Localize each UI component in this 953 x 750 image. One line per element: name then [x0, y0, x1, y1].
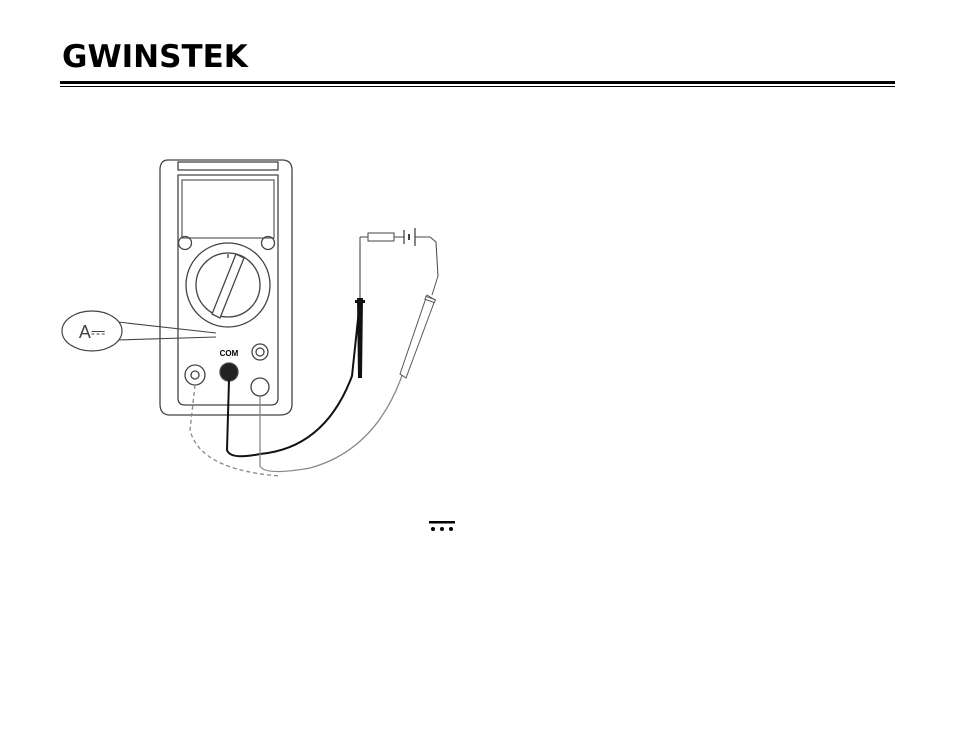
dc-symbol-icon	[429, 520, 455, 532]
function-callout: A⎓	[62, 311, 216, 351]
com-jack	[220, 363, 238, 381]
gwinstek-logo: GWINSTEK	[62, 40, 248, 74]
header-rule-thin	[60, 86, 895, 87]
com-jack-label: COM	[220, 349, 239, 358]
v-ohm-jack	[252, 344, 268, 360]
black-probe	[355, 242, 365, 378]
multimeter-dc-current-diagram: COM A⎓	[60, 150, 460, 490]
logo-text: GWINSTEK	[62, 39, 248, 75]
resistor-icon	[368, 233, 394, 241]
red-probe	[400, 276, 438, 378]
test-circuit	[360, 228, 438, 276]
header-rule-thick	[60, 81, 895, 84]
ma-jack	[185, 365, 205, 385]
a-jack	[251, 378, 269, 396]
callout-label: A⎓	[79, 322, 105, 342]
